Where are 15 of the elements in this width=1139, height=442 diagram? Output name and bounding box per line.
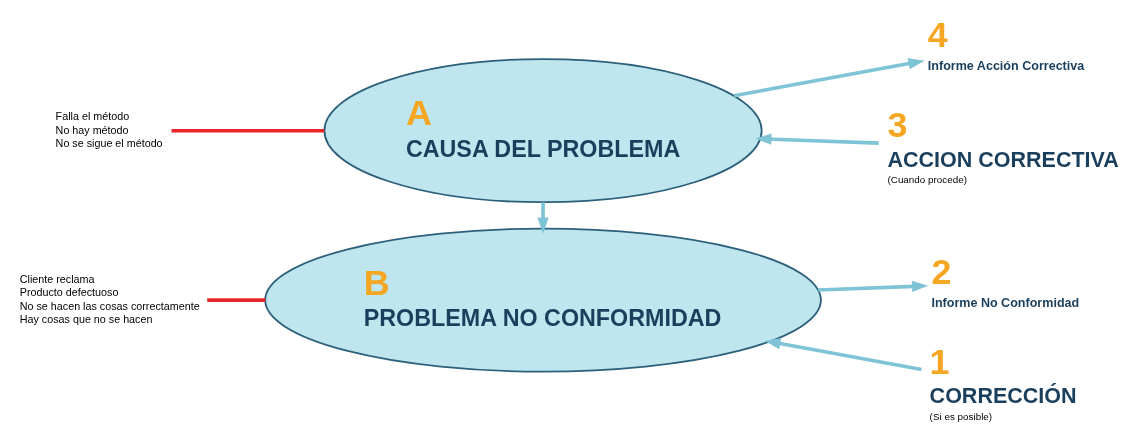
node-text: 4 Informe Acción Correctiva xyxy=(927,15,1085,73)
arrow xyxy=(733,58,925,98)
connector xyxy=(207,298,266,302)
arrow xyxy=(755,133,879,145)
node-text: 2 Informe No Conformidad xyxy=(931,251,1080,310)
node-ellipse: A CAUSA DEL PROBLEMA xyxy=(323,58,763,204)
node-text: 1 CORRECCIÓN (Si es posible) xyxy=(929,341,1077,423)
arrow xyxy=(764,338,922,372)
arrow xyxy=(537,202,549,234)
node-text: 3 ACCION CORRECTIVA (Cuando procede) xyxy=(887,104,1119,186)
arrow xyxy=(818,280,929,293)
node-ellipse: B PROBLEMA NO CONFORMIDAD xyxy=(264,227,822,373)
node-text: Cliente reclama Producto defectuoso No se hacen las cosas correctamente Hay cosas que no se hacen xyxy=(19,272,200,326)
connector xyxy=(171,128,325,133)
node-text: Falla el método No hay método No se sigue el método xyxy=(55,110,163,150)
